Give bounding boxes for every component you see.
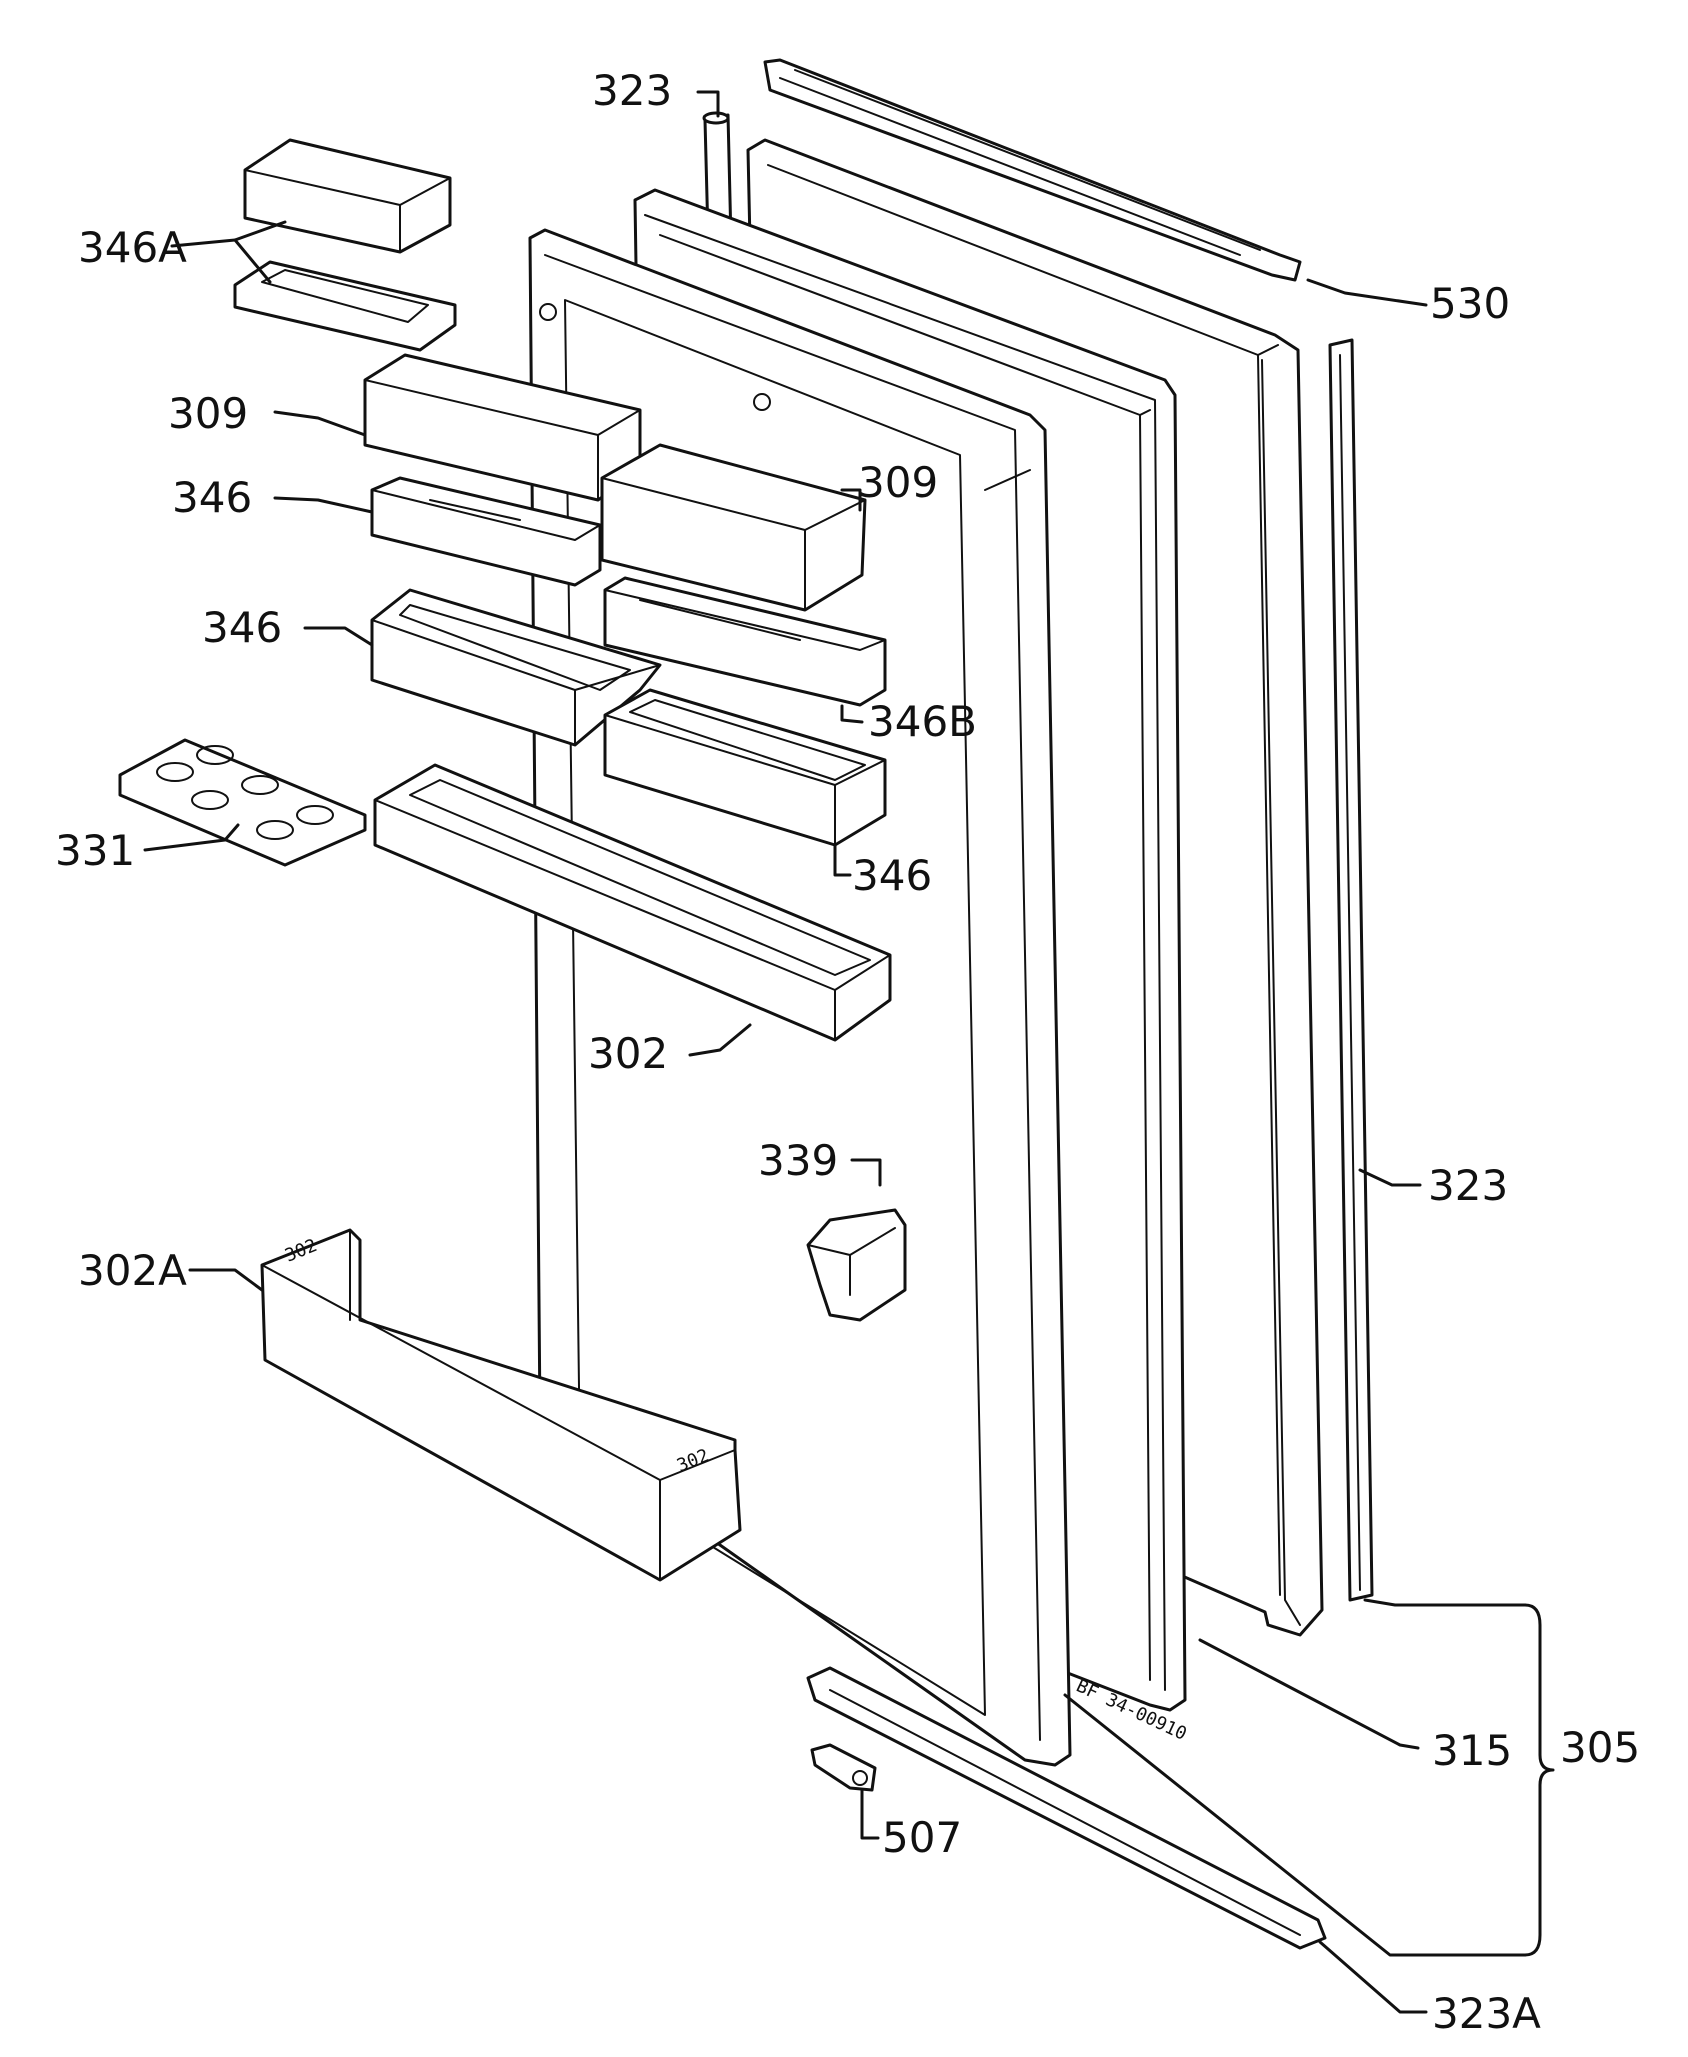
- label-323-right: 323: [1428, 1161, 1508, 1210]
- label-346-upper: 346: [172, 473, 252, 522]
- label-309-left: 309: [168, 389, 248, 438]
- shelf-346B: [603, 576, 887, 707]
- label-323A: 323A: [1432, 1989, 1541, 2038]
- shelf-346-upper-left: [370, 476, 602, 587]
- hinge-bracket-507: [810, 1743, 877, 1792]
- bottom-rail-323A: [806, 1666, 1327, 1950]
- label-323-top: 323: [592, 66, 672, 115]
- label-530: 530: [1430, 279, 1510, 328]
- label-346A: 346A: [78, 223, 187, 272]
- large-bin-302A: 302 302: [260, 1228, 742, 1582]
- label-305: 305: [1560, 1723, 1640, 1772]
- top-hinge-rail-530: [763, 58, 1302, 282]
- label-302: 302: [588, 1029, 668, 1078]
- label-346-lower: 346: [852, 851, 932, 900]
- box-frame-346A: [233, 260, 457, 352]
- label-507: 507: [882, 1813, 962, 1862]
- label-331: 331: [55, 826, 135, 875]
- box-lid-346A: [243, 138, 452, 254]
- label-302A: 302A: [78, 1246, 187, 1295]
- leader-lines: [143, 90, 1555, 2014]
- door-gasket-strip-323: [1328, 338, 1374, 1602]
- egg-tray-331: [118, 738, 367, 867]
- shelf-346-lower-right: [603, 688, 887, 847]
- label-315: 315: [1432, 1726, 1512, 1775]
- long-shelf-302: [373, 763, 892, 1042]
- label-346-mid: 346: [202, 603, 282, 652]
- shelf-346-mid-left: [370, 588, 662, 747]
- label-309-right: 309: [858, 458, 938, 507]
- bin-309-right: [600, 443, 867, 612]
- label-339: 339: [758, 1136, 838, 1185]
- label-346B: 346B: [868, 697, 977, 746]
- clip-339: [806, 1208, 907, 1322]
